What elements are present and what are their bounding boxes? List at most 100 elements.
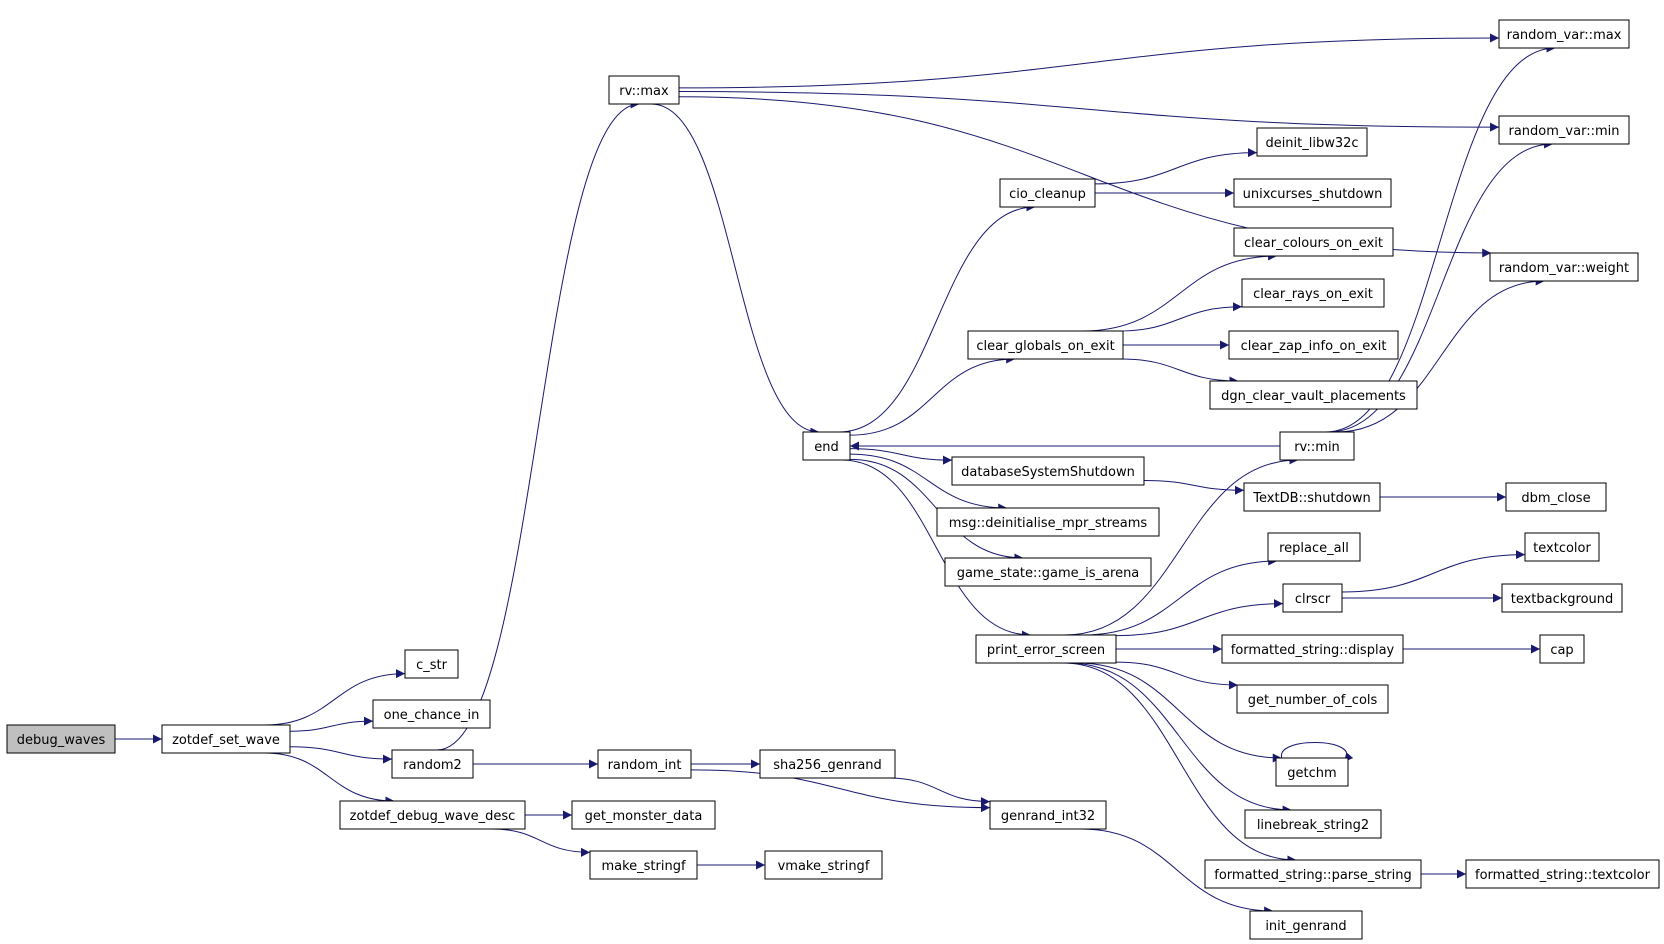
node-random-int[interactable]: random_int [597, 749, 692, 779]
node-textcolor[interactable]: textcolor [1524, 532, 1600, 562]
node-label: genrand_int32 [1001, 809, 1095, 824]
node-clear-globals-on-exit[interactable]: clear_globals_on_exit [967, 330, 1124, 360]
edge-end-to-cio-cleanup [838, 202, 1036, 433]
node-box [967, 330, 1124, 360]
edge-rv-min-to-random-var-min [1327, 139, 1554, 433]
edge-rv-min-to-random-var-max [1325, 43, 1556, 433]
node-random-var-weight[interactable]: random_var::weight [1489, 252, 1639, 282]
edge-rv-min-to-random-var-weight [1336, 276, 1545, 433]
node-label: formatted_string::display [1231, 643, 1395, 658]
node-box [372, 699, 491, 729]
node-fs-parse-string[interactable]: formatted_string::parse_string [1204, 859, 1422, 889]
edge-cio-cleanup-to-deinit-libw32c [1094, 148, 1258, 185]
node-sha256-genrand[interactable]: sha256_genrand [759, 749, 896, 779]
node-box [391, 749, 474, 779]
edge-print-error-screen-to-getchm [1076, 662, 1282, 763]
node-label: clear_globals_on_exit [976, 339, 1114, 354]
node-box [161, 724, 291, 754]
node-box [951, 456, 1145, 486]
node-box [1256, 127, 1368, 157]
node-box [1249, 910, 1363, 940]
node-box [1204, 859, 1422, 889]
node-label: vmake_stringf [778, 859, 870, 874]
node-getchm[interactable]: getchm [1275, 757, 1349, 787]
node-vmake-stringf[interactable]: vmake_stringf [764, 850, 883, 880]
node-rv-max[interactable]: rv::max [608, 75, 680, 105]
node-label: make_stringf [601, 859, 686, 874]
node-label: one_chance_in [384, 708, 480, 723]
edge-rv-max-to-random-var-max [678, 33, 1500, 89]
node-cio-cleanup[interactable]: cio_cleanup [999, 178, 1096, 208]
node-fs-textcolor[interactable]: formatted_string::textcolor [1465, 859, 1660, 889]
node-zotdef-set-wave[interactable]: zotdef_set_wave [161, 724, 291, 754]
node-label: msg::deinitialise_mpr_streams [949, 516, 1148, 531]
node-clear-colours-on-exit[interactable]: clear_colours_on_exit [1233, 227, 1394, 257]
node-print-error-screen[interactable]: print_error_screen [975, 634, 1117, 664]
edge-clear-globals-on-exit-to-dgn-clear-vault-placements [1120, 358, 1239, 386]
node-debug-waves[interactable]: debug_waves [6, 724, 116, 754]
node-label: clear_colours_on_exit [1244, 236, 1383, 251]
node-box [1489, 252, 1639, 282]
node-label: sha256_genrand [773, 758, 882, 773]
node-box [1539, 634, 1585, 664]
node-deinit-libw32c[interactable]: deinit_libw32c [1256, 127, 1368, 157]
node-end[interactable]: end [802, 431, 851, 461]
node-box [589, 850, 698, 880]
edge-zotdef-set-wave-to-random2 [289, 746, 393, 764]
edge-zotdef-set-wave-to-zotdef-debug-wave-desc [264, 752, 395, 806]
node-textbackground[interactable]: textbackground [1501, 583, 1623, 613]
node-dgn-clear-vault-placements[interactable]: dgn_clear_vault_placements [1209, 380, 1418, 410]
node-textdb-shutdown[interactable]: TextDB::shutdown [1243, 482, 1381, 512]
node-label: unixcurses_shutdown [1243, 187, 1383, 202]
node-box [944, 557, 1152, 587]
node-rv-min[interactable]: rv::min [1279, 431, 1355, 461]
node-label: textcolor [1533, 541, 1591, 556]
node-unixcurses-shutdown[interactable]: unixcurses_shutdown [1233, 178, 1392, 208]
edge-genrand-int32-to-init-genrand [1080, 828, 1274, 916]
node-c-str[interactable]: c_str [404, 649, 459, 679]
node-label: clear_zap_info_on_exit [1241, 339, 1387, 354]
node-msg-deinit[interactable]: msg::deinitialise_mpr_streams [936, 507, 1160, 537]
node-box [936, 507, 1160, 537]
node-box [6, 724, 116, 754]
node-clear-rays-on-exit[interactable]: clear_rays_on_exit [1241, 278, 1385, 308]
node-zotdef-debug-wave-desc[interactable]: zotdef_debug_wave_desc [339, 800, 526, 830]
node-box [608, 75, 680, 105]
edge-end-to-clear-globals-on-exit [849, 354, 1016, 436]
node-linebreak-string2[interactable]: linebreak_string2 [1244, 809, 1382, 839]
node-label: clrscr [1295, 592, 1331, 607]
edge-end-to-print-error-screen [841, 459, 1031, 640]
node-game-is-arena[interactable]: game_state::game_is_arena [944, 557, 1152, 587]
node-box [1505, 482, 1607, 512]
node-fs-display[interactable]: formatted_string::display [1221, 634, 1404, 664]
node-label: random_var::max [1507, 28, 1622, 43]
node-get-monster-data[interactable]: get_monster_data [571, 800, 716, 830]
node-label: zotdef_set_wave [172, 733, 280, 748]
edge-zotdef-set-wave-to-c-str [264, 669, 406, 726]
edge-print-error-screen-to-replace-all [1082, 556, 1278, 636]
edge-print-error-screen-to-linebreak-string2 [1067, 662, 1292, 815]
node-get-number-of-cols[interactable]: get_number_of_cols [1236, 684, 1389, 714]
edge-zotdef-debug-wave-desc-to-make-stringf [491, 828, 591, 857]
node-cap[interactable]: cap [1539, 634, 1585, 664]
node-box [1241, 278, 1385, 308]
node-box [1267, 532, 1361, 562]
node-box [802, 431, 851, 461]
node-init-genrand[interactable]: init_genrand [1249, 910, 1363, 940]
node-replace-all[interactable]: replace_all [1267, 532, 1361, 562]
node-box [764, 850, 883, 880]
node-label: c_str [416, 658, 448, 673]
node-dbm-close[interactable]: dbm_close [1505, 482, 1607, 512]
node-make-stringf[interactable]: make_stringf [589, 850, 698, 880]
node-box [1465, 859, 1660, 889]
node-clrscr[interactable]: clrscr [1282, 583, 1343, 613]
node-random-var-min[interactable]: random_var::min [1498, 115, 1630, 145]
node-one-chance-in[interactable]: one_chance_in [372, 699, 491, 729]
node-genrand-int32[interactable]: genrand_int32 [989, 800, 1107, 830]
node-label: textbackground [1511, 592, 1614, 607]
node-clear-zap-info-on-exit[interactable]: clear_zap_info_on_exit [1228, 330, 1399, 360]
node-box [1233, 227, 1394, 257]
node-databaseSystemShutdown[interactable]: databaseSystemShutdown [951, 456, 1145, 486]
node-random2[interactable]: random2 [391, 749, 474, 779]
node-random-var-max[interactable]: random_var::max [1498, 19, 1630, 49]
